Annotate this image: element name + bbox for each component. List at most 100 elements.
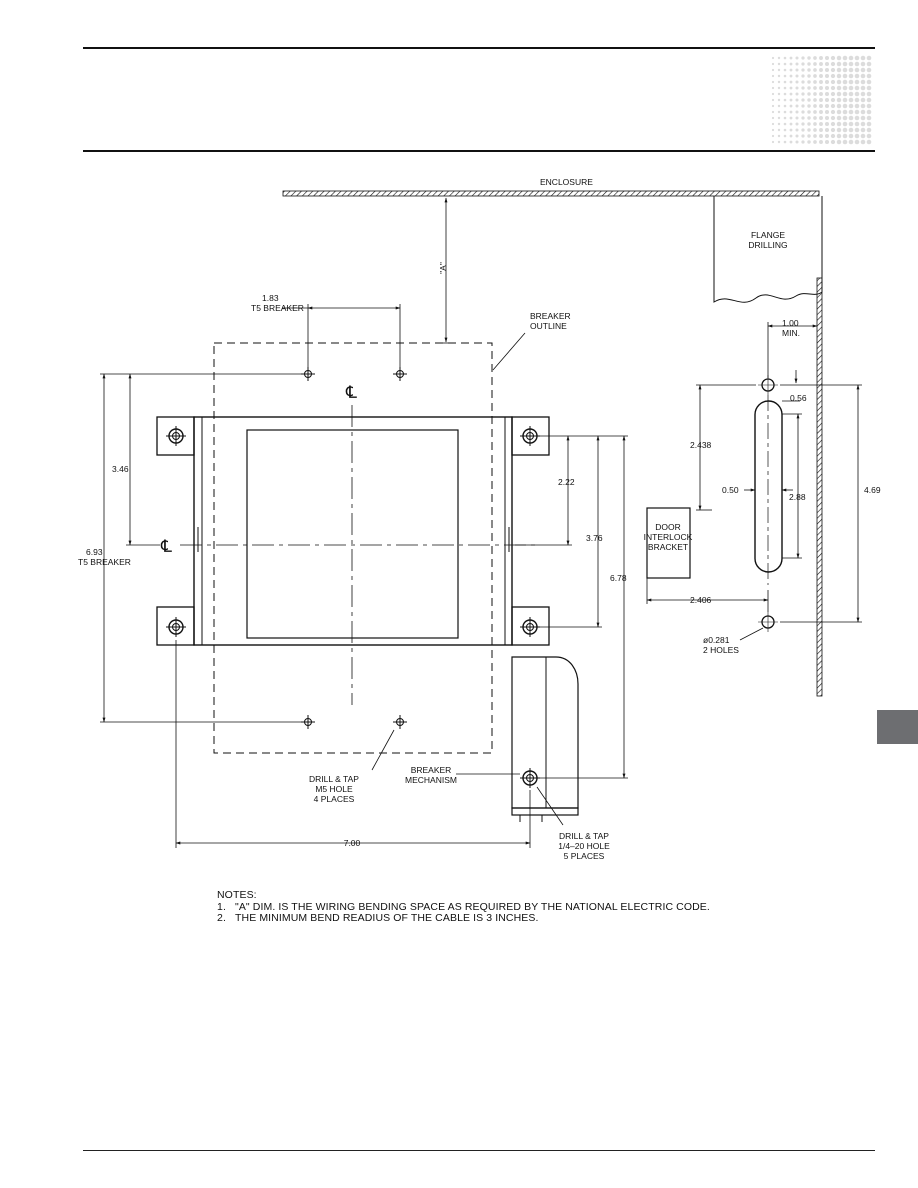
decor-dot bbox=[824, 109, 830, 115]
decor-dot bbox=[807, 62, 811, 66]
decor-dot bbox=[801, 86, 805, 90]
decor-dot bbox=[777, 74, 781, 78]
decor-dot bbox=[819, 122, 823, 126]
decor-dot bbox=[854, 133, 860, 139]
dim-693-label: T5 BREAKER bbox=[78, 557, 131, 567]
decor-dot bbox=[854, 67, 860, 73]
decor-dot bbox=[854, 121, 860, 127]
decor-dot bbox=[830, 139, 836, 145]
decor-dot bbox=[771, 62, 775, 66]
decor-dot bbox=[842, 109, 848, 115]
decor-dot bbox=[795, 98, 799, 102]
decor-dot bbox=[836, 127, 842, 133]
decor-dot bbox=[824, 103, 830, 109]
decor-dot bbox=[807, 68, 811, 72]
decor-dot bbox=[771, 128, 775, 132]
decor-dot bbox=[771, 68, 775, 72]
dim-183-value: 1.83 bbox=[262, 293, 279, 303]
decor-dot bbox=[819, 134, 823, 138]
decor-dot bbox=[801, 98, 805, 102]
decor-dot bbox=[777, 98, 781, 102]
decor-dot bbox=[860, 91, 866, 97]
decor-dot bbox=[854, 115, 860, 121]
decor-dot bbox=[789, 74, 793, 78]
decor-dot bbox=[836, 85, 842, 91]
decor-dot bbox=[836, 109, 842, 115]
decor-dot bbox=[866, 109, 872, 115]
decor-dot bbox=[830, 115, 836, 121]
decor-dot bbox=[854, 61, 860, 67]
decor-dot bbox=[824, 121, 830, 127]
decor-dot bbox=[848, 139, 854, 145]
decor-dot bbox=[801, 122, 805, 126]
decor-dot bbox=[836, 61, 842, 67]
decor-dot bbox=[783, 68, 787, 72]
decor-dot bbox=[830, 91, 836, 97]
decor-dot bbox=[824, 115, 830, 121]
decor-dot bbox=[813, 110, 817, 114]
decor-dot bbox=[771, 86, 775, 90]
decor-dot bbox=[842, 121, 848, 127]
decor-dot bbox=[771, 80, 775, 84]
centerline-symbol-vertical: ℄ bbox=[345, 383, 357, 403]
decor-dot bbox=[777, 134, 781, 138]
decor-dot bbox=[807, 128, 811, 132]
decor-dot bbox=[801, 62, 805, 66]
decor-dot bbox=[848, 85, 854, 91]
decor-dot bbox=[789, 134, 793, 138]
decor-dot bbox=[777, 92, 781, 96]
ear-bottom-left bbox=[156, 606, 195, 646]
decor-dot bbox=[824, 85, 830, 91]
decor-dot bbox=[795, 104, 799, 108]
decor-dot bbox=[813, 62, 817, 66]
decor-dot bbox=[836, 121, 842, 127]
decor-dot bbox=[848, 79, 854, 85]
decor-dot bbox=[801, 128, 805, 132]
decor-dot bbox=[824, 55, 830, 61]
decor-dot bbox=[819, 128, 823, 132]
decor-dot bbox=[860, 139, 866, 145]
decor-dot bbox=[771, 56, 775, 60]
decor-dot bbox=[854, 139, 860, 145]
decor-dot bbox=[854, 55, 860, 61]
decor-dot bbox=[795, 110, 799, 114]
decor-dot bbox=[801, 140, 805, 144]
decor-dot bbox=[807, 74, 811, 78]
decor-dot bbox=[819, 74, 823, 78]
decor-dot bbox=[848, 67, 854, 73]
decor-dot bbox=[795, 74, 799, 78]
dim-700: 7.00 bbox=[344, 838, 361, 848]
decor-dot bbox=[771, 116, 775, 120]
decor-dot bbox=[824, 97, 830, 103]
hole-callout-line1: ø0.281 bbox=[703, 635, 730, 645]
door-label-line2: INTERLOCK bbox=[644, 532, 693, 542]
m5-callout-line3: 4 PLACES bbox=[314, 794, 355, 804]
decor-dot bbox=[807, 98, 811, 102]
decor-dot bbox=[777, 116, 781, 120]
decor-dot bbox=[830, 133, 836, 139]
decor-dot bbox=[771, 98, 775, 102]
decor-dot bbox=[777, 86, 781, 90]
decor-dot bbox=[842, 85, 848, 91]
decor-dot bbox=[836, 73, 842, 79]
decor-dot bbox=[801, 104, 805, 108]
decor-dot bbox=[866, 91, 872, 97]
decor-dot bbox=[854, 127, 860, 133]
breaker-outline bbox=[213, 342, 493, 754]
decor-dot bbox=[824, 67, 830, 73]
decor-dot bbox=[824, 133, 830, 139]
decor-dot bbox=[789, 98, 793, 102]
decor-dot bbox=[836, 55, 842, 61]
dim-2438: 2.438 bbox=[690, 440, 712, 450]
note-text: "A" DIM. IS THE WIRING BENDING SPACE AS … bbox=[235, 900, 710, 913]
decor-dot bbox=[801, 110, 805, 114]
decor-dot bbox=[777, 56, 781, 60]
enclosure-right-wall bbox=[816, 277, 823, 697]
decor-dot bbox=[813, 74, 817, 78]
decor-dot bbox=[830, 61, 836, 67]
decor-dot bbox=[842, 127, 848, 133]
decor-dot bbox=[771, 122, 775, 126]
breaker-body bbox=[193, 416, 513, 646]
decor-dot bbox=[860, 115, 866, 121]
flange-slot bbox=[754, 400, 783, 573]
